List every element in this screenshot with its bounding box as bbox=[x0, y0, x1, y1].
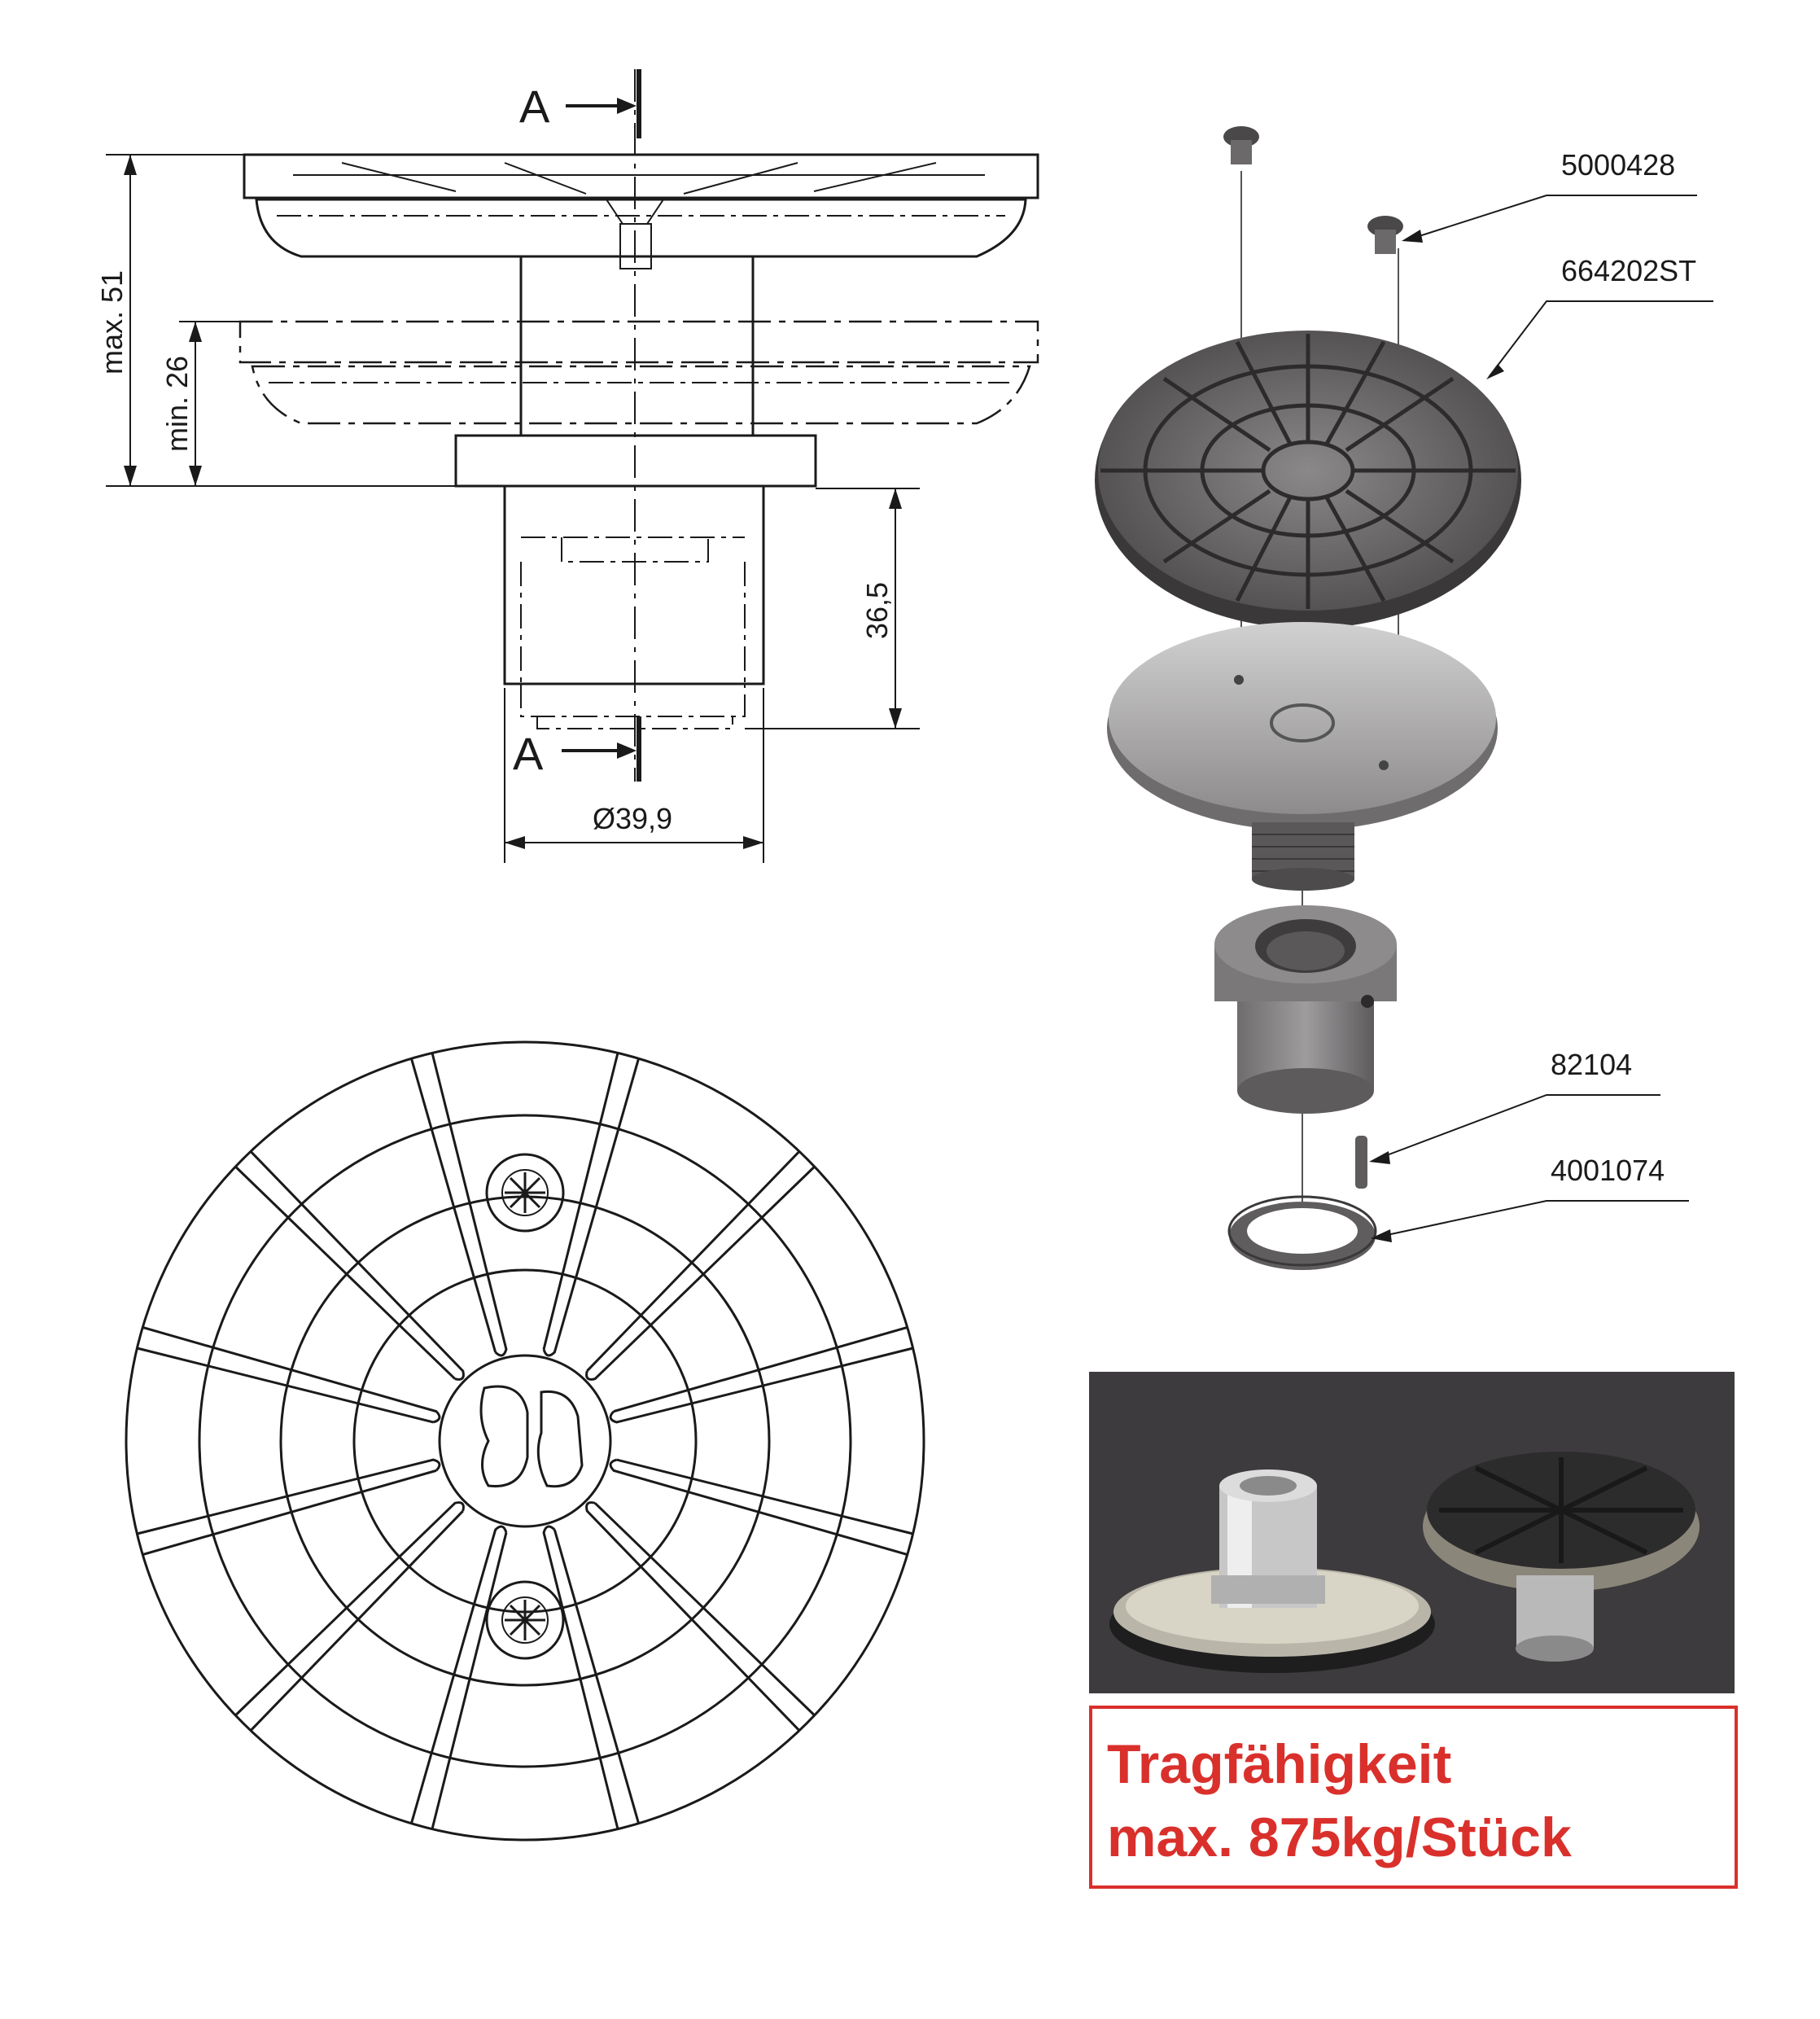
leader-82104 bbox=[1373, 1094, 1660, 1161]
section-arrow-top-icon bbox=[566, 98, 637, 114]
bushing bbox=[1214, 905, 1397, 1114]
top-plate-outline bbox=[255, 198, 1027, 258]
screw-left-icon bbox=[1223, 126, 1259, 164]
washer bbox=[1227, 1195, 1377, 1270]
spoke bbox=[410, 1525, 508, 1829]
spoke bbox=[234, 1501, 465, 1732]
spoke bbox=[137, 1326, 441, 1424]
section-arrow-bottom-icon bbox=[562, 742, 637, 759]
pin bbox=[1355, 1136, 1367, 1189]
spoke bbox=[410, 1053, 508, 1357]
screw-hole-top-icon bbox=[485, 1153, 565, 1233]
leader-5000428 bbox=[1406, 195, 1697, 241]
screw-shank bbox=[619, 223, 652, 269]
bushing-body bbox=[503, 486, 765, 685]
steel-plate bbox=[1107, 622, 1498, 830]
load-capacity-box: Tragfähigkeit max. 875kg/Stück bbox=[1089, 1706, 1738, 1889]
spoke bbox=[609, 1326, 913, 1424]
leader-4001074 bbox=[1375, 1200, 1689, 1238]
spindle-outline bbox=[519, 256, 755, 436]
spoke bbox=[542, 1053, 640, 1357]
spoke bbox=[542, 1525, 640, 1829]
product-photo bbox=[1089, 1372, 1735, 1693]
dim-height-label: 36,5 bbox=[860, 582, 894, 639]
dimension-diameter bbox=[504, 688, 764, 863]
section-label-bottom: A bbox=[513, 728, 544, 779]
screw-hole-bottom-icon bbox=[485, 1580, 565, 1660]
part-number-1: 5000428 bbox=[1561, 148, 1675, 182]
top-view-ring-1 bbox=[198, 1114, 852, 1768]
load-capacity-title: Tragfähigkeit bbox=[1107, 1733, 1452, 1795]
bushing-flange bbox=[454, 434, 817, 488]
spoke bbox=[585, 1501, 816, 1732]
screw-right-icon bbox=[1367, 216, 1403, 254]
exploded-view: 5000428 664202ST 82104 4001074 bbox=[1095, 126, 1713, 1270]
section-view bbox=[106, 69, 1039, 863]
product-photo-illustration bbox=[1109, 1452, 1700, 1673]
spoke bbox=[137, 1458, 441, 1556]
spoke bbox=[585, 1150, 816, 1381]
top-pad-ribs bbox=[293, 162, 985, 195]
dim-max-label: max. 51 bbox=[95, 270, 129, 374]
section-label-top: A bbox=[519, 81, 550, 132]
top-view-outer-rim bbox=[125, 1040, 925, 1842]
part-number-4: 4001074 bbox=[1551, 1154, 1665, 1187]
lowered-pad-outline bbox=[238, 320, 1039, 364]
dim-diameter-label: Ø39,9 bbox=[593, 802, 672, 835]
rubber-pad bbox=[1095, 331, 1521, 628]
spoke bbox=[234, 1150, 465, 1381]
part-number-3: 82104 bbox=[1551, 1048, 1632, 1081]
top-view bbox=[125, 1040, 925, 1842]
dimension-min bbox=[179, 321, 240, 486]
hub-logo-left bbox=[479, 1385, 529, 1488]
spoke bbox=[609, 1458, 913, 1556]
top-view-spokes bbox=[137, 1053, 913, 1829]
dimension-max bbox=[106, 154, 456, 487]
part-number-2: 664202ST bbox=[1561, 254, 1696, 287]
dimension-height-lower bbox=[745, 488, 920, 729]
leader-664202ST bbox=[1489, 300, 1713, 377]
load-capacity-value: max. 875kg/Stück bbox=[1107, 1807, 1572, 1868]
lower-stub bbox=[520, 684, 746, 729]
hub-logo-right bbox=[536, 1390, 584, 1488]
top-pad-outline bbox=[243, 153, 1039, 199]
threaded-stem bbox=[1252, 822, 1354, 891]
lowered-plate-outline bbox=[251, 365, 1031, 425]
top-view-hub bbox=[438, 1354, 612, 1528]
dim-min-label: min. 26 bbox=[160, 356, 194, 452]
top-view-ring-3 bbox=[352, 1268, 698, 1614]
